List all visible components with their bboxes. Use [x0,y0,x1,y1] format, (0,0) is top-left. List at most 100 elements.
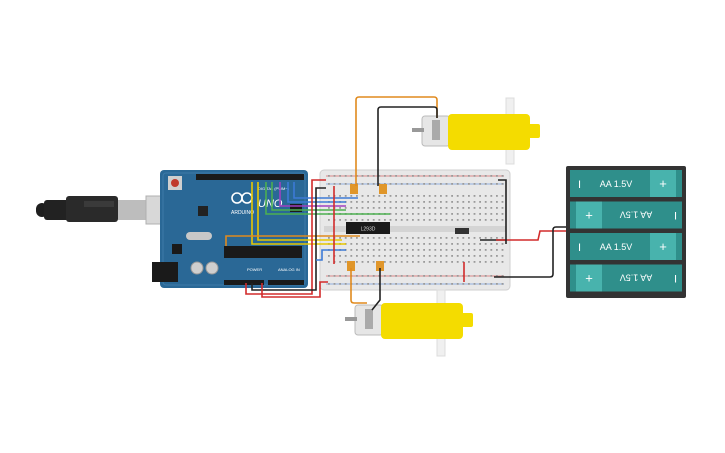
breadboard-hole[interactable] [356,195,358,197]
breadboard-hole[interactable] [384,195,386,197]
breadboard-hole[interactable] [361,219,364,221]
wire-black-gnd[interactable] [251,187,326,291]
breadboard-hole[interactable] [428,261,431,263]
breadboard-hole[interactable] [389,175,392,177]
breadboard-hole[interactable] [339,175,341,177]
breadboard-hole[interactable] [378,237,381,239]
breadboard-hole[interactable] [440,175,442,177]
breadboard-hole[interactable] [344,175,347,177]
breadboard-hole[interactable] [378,207,381,209]
breadboard-hole[interactable] [395,175,397,177]
power-pin-header[interactable] [224,280,264,285]
breadboard-hole[interactable] [428,243,431,245]
breadboard-hole[interactable] [490,261,493,263]
breadboard-hole[interactable] [367,175,369,177]
breadboard-hole[interactable] [423,219,425,221]
breadboard-hole[interactable] [462,249,465,251]
breadboard-hole[interactable] [367,195,369,197]
breadboard-hole[interactable] [479,283,481,285]
breadboard-hole[interactable] [501,275,504,277]
breadboard-hole[interactable] [378,219,381,221]
breadboard-hole[interactable] [367,255,369,257]
breadboard-hole[interactable] [417,183,420,185]
breadboard-hole[interactable] [484,201,487,203]
breadboard-hole[interactable] [417,195,420,197]
breadboard-hole[interactable] [406,283,409,285]
breadboard-hole[interactable] [372,207,375,209]
breadboard-hole[interactable] [372,237,375,239]
breadboard-hole[interactable] [395,275,397,277]
breadboard-hole[interactable] [468,207,470,209]
breadboard-hole[interactable] [361,243,364,245]
breadboard-hole[interactable] [384,261,386,263]
breadboard-hole[interactable] [372,283,375,285]
breadboard-hole[interactable] [451,275,453,277]
breadboard-hole[interactable] [490,283,493,285]
breadboard-hole[interactable] [339,275,341,277]
breadboard-hole[interactable] [451,219,453,221]
breadboard-hole[interactable] [356,183,358,185]
breadboard-hole[interactable] [451,255,453,257]
breadboard-hole[interactable] [417,219,420,221]
breadboard-hole[interactable] [496,243,498,245]
breadboard-hole[interactable] [372,195,375,197]
breadboard-hole[interactable] [445,275,448,277]
breadboard-hole[interactable] [400,283,403,285]
wire-green-2[interactable] [271,182,346,211]
breadboard-hole[interactable] [350,219,353,221]
breadboard-hole[interactable] [490,201,493,203]
wire-orange-motor-top[interactable] [355,96,438,186]
breadboard-hole[interactable] [484,175,487,177]
wires[interactable] [225,96,566,311]
breadboard-hole[interactable] [384,201,386,203]
breadboard-hole[interactable] [356,219,358,221]
breadboard-hole[interactable] [389,207,392,209]
battery-cell-4[interactable]: +IAA 1.5V [570,264,682,292]
breadboard-hole[interactable] [423,213,425,215]
breadboard-hole[interactable] [328,183,330,185]
breadboard-hole[interactable] [400,207,403,209]
breadboard-hole[interactable] [423,175,425,177]
breadboard-hole[interactable] [445,237,448,239]
breadboard-hole[interactable] [440,283,442,285]
breadboard-hole[interactable] [479,237,481,239]
breadboard-hole[interactable] [479,175,481,177]
breadboard-hole[interactable] [445,243,448,245]
breadboard-hole[interactable] [406,213,409,215]
breadboard-hole[interactable] [350,175,353,177]
breadboard-hole[interactable] [451,213,453,215]
breadboard-hole[interactable] [361,261,364,263]
breadboard-hole[interactable] [350,243,353,245]
breadboard-hole[interactable] [417,283,420,285]
breadboard-hole[interactable] [361,207,364,209]
breadboard-hole[interactable] [372,261,375,263]
breadboard-hole[interactable] [333,283,336,285]
breadboard-hole[interactable] [423,283,425,285]
breadboard-hole[interactable] [484,275,487,277]
analog-pin-header[interactable] [268,280,304,285]
breadboard-hole[interactable] [501,183,504,185]
breadboard-hole[interactable] [451,207,453,209]
breadboard-hole[interactable] [434,219,437,221]
breadboard-hole[interactable] [501,219,504,221]
breadboard-hole[interactable] [328,283,330,285]
wire-blue-1[interactable] [287,182,346,203]
breadboard-hole[interactable] [350,207,353,209]
breadboard-hole[interactable] [400,183,403,185]
breadboard-hole[interactable] [479,261,481,263]
breadboard-hole[interactable] [350,249,353,251]
wire-blue-2[interactable] [293,182,358,199]
breadboard-hole[interactable] [428,283,431,285]
breadboard-hole[interactable] [479,275,481,277]
breadboard-hole[interactable] [451,175,453,177]
breadboard-hole[interactable] [484,283,487,285]
breadboard-hole[interactable] [468,219,470,221]
breadboard-hole[interactable] [344,237,347,239]
breadboard-hole[interactable] [372,183,375,185]
breadboard-hole[interactable] [479,219,481,221]
breadboard-hole[interactable] [417,237,420,239]
breadboard-hole[interactable] [361,201,364,203]
breadboard-hole[interactable] [501,237,504,239]
breadboard-hole[interactable] [473,219,476,221]
